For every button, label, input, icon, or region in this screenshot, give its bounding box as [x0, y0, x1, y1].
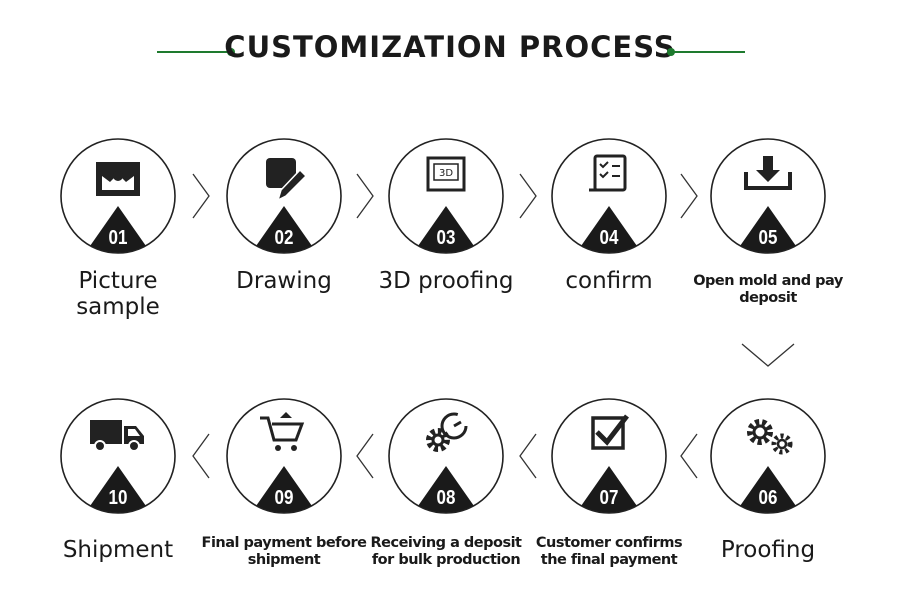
step-number: 10: [109, 486, 128, 509]
step-circle: [710, 398, 826, 514]
checklist-icon: [589, 154, 627, 192]
step-number: 08: [437, 486, 456, 509]
3d-printer-icon: 3D: [426, 156, 466, 192]
step-07: 07: [549, 396, 669, 516]
title-line-left: [157, 51, 229, 53]
step-label: Final payment before shipment: [201, 535, 367, 568]
step-label: Customer confirms the final payment: [535, 535, 683, 568]
step-circle: [710, 138, 826, 254]
shopping-cart-icon: [260, 412, 305, 451]
step-10: 10: [58, 396, 178, 516]
arrow-right-icon: [192, 173, 210, 219]
title-line-right: [673, 51, 745, 53]
step-label: Drawing: [236, 268, 332, 294]
step-02: 02: [224, 136, 344, 256]
gear-clock-icon: [426, 412, 468, 452]
step-number: 01: [109, 226, 128, 249]
step-number: 04: [600, 226, 620, 249]
step-label: Receiving a deposit for bulk production: [370, 535, 523, 568]
step-label: Proofing: [720, 537, 816, 563]
step-label: confirm: [565, 268, 653, 294]
arrow-right-icon: [518, 173, 537, 219]
arrow-left-icon: [518, 433, 537, 479]
step-number: 02: [275, 226, 294, 249]
step-circle: [388, 138, 504, 254]
step-05: 05: [708, 136, 828, 256]
arrow-right-icon: [356, 173, 374, 219]
step-label: 3D proofing: [378, 268, 514, 294]
gears-icon: [747, 419, 793, 455]
arrow-left-icon: [356, 433, 374, 479]
step-03: 3D 03: [386, 136, 506, 256]
step-circle: [226, 398, 342, 514]
step-circle: [60, 398, 176, 514]
drawing-pencil-icon: [266, 158, 308, 202]
arrow-left-icon: [192, 433, 210, 479]
step-06: 06: [708, 396, 828, 516]
step-circle: [551, 138, 667, 254]
delivery-truck-icon: [90, 420, 144, 452]
arrow-down-icon: [741, 343, 795, 367]
svg-text:3D: 3D: [439, 168, 453, 179]
checkbox-icon: [591, 414, 629, 450]
step-number: 05: [759, 226, 778, 249]
title-dot-left: [227, 48, 235, 56]
picture-icon: [96, 162, 140, 196]
step-number: 03: [437, 226, 456, 249]
step-circle: [388, 398, 504, 514]
arrow-right-icon: [679, 173, 698, 219]
step-number: 09: [275, 486, 294, 509]
title-dot-right: [667, 48, 675, 56]
step-label: Picture sample: [76, 268, 160, 321]
step-label: Open mold and pay deposit: [693, 273, 843, 306]
step-label: Shipment: [62, 537, 174, 563]
page-title: CUSTOMIZATION PROCESS: [224, 30, 676, 64]
download-icon: [744, 156, 792, 190]
step-04: 04: [549, 136, 669, 256]
step-number: 07: [600, 486, 619, 509]
step-number: 06: [759, 486, 778, 509]
step-08: 08: [386, 396, 506, 516]
step-circle: [551, 398, 667, 514]
step-09: 09: [224, 396, 344, 516]
step-01: 01: [58, 136, 178, 256]
arrow-left-icon: [679, 433, 698, 479]
